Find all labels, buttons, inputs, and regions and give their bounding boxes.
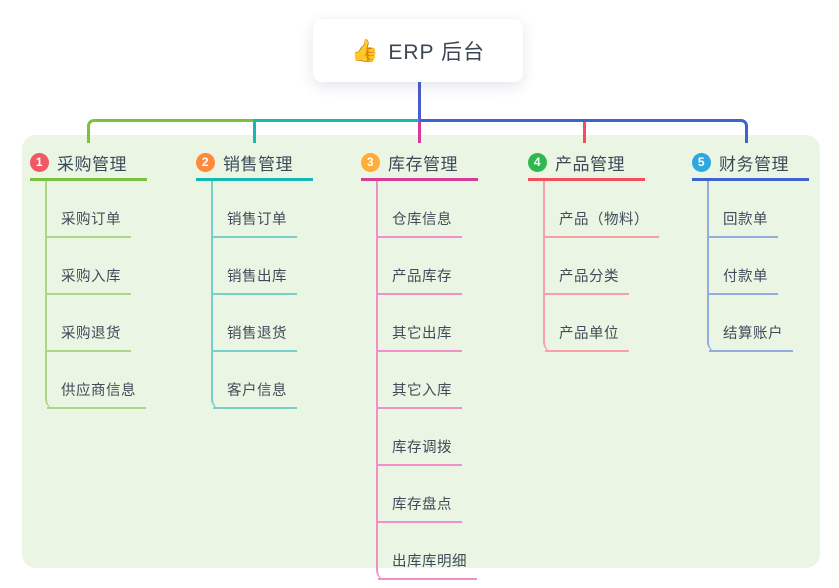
child-node-label: 销售退货 xyxy=(227,326,287,342)
child-node-label: 客户信息 xyxy=(227,383,287,399)
child-node-label: 其它出库 xyxy=(392,326,452,342)
branch-children-group: 销售订单销售出库销售退货客户信息 xyxy=(211,181,297,409)
child-node[interactable]: 产品分类 xyxy=(545,238,629,295)
child-node[interactable]: 供应商信息 xyxy=(47,352,146,409)
branch-label: 产品管理 xyxy=(555,154,625,174)
branch-node-4[interactable]: 4 产品管理 xyxy=(528,146,645,181)
child-node[interactable]: 销售退货 xyxy=(213,295,297,352)
branch-3: 3 库存管理 仓库信息产品库存其它出库其它入库库存调拨库存盘点出库库明细 xyxy=(361,146,478,580)
child-node[interactable]: 产品库存 xyxy=(378,238,462,295)
connector-branch-4-drop-line xyxy=(583,122,586,143)
connector-branch-3-drop-line xyxy=(418,122,421,143)
branch-label: 财务管理 xyxy=(719,154,789,174)
branch-4: 4 产品管理 产品（物料） 产品分类产品单位 xyxy=(528,146,659,352)
child-node-label: 付款单 xyxy=(723,269,768,285)
branch-children-group: 仓库信息产品库存其它出库其它入库库存调拨库存盘点出库库明细 xyxy=(376,181,477,580)
child-node[interactable]: 其它入库 xyxy=(378,352,462,409)
child-node-label: 出库库明细 xyxy=(392,554,467,570)
child-node[interactable]: 结算账户 xyxy=(709,295,793,352)
child-node-label: 销售订单 xyxy=(227,212,287,228)
branch-label: 库存管理 xyxy=(388,154,458,174)
connector-branch-1-line xyxy=(87,119,253,143)
child-node[interactable]: 回款单 xyxy=(709,181,778,238)
child-node-label: 采购入库 xyxy=(61,269,121,285)
child-node[interactable]: 产品（物料） xyxy=(545,181,659,238)
branch-node-1[interactable]: 1 采购管理 xyxy=(30,146,147,181)
child-node-label: 采购订单 xyxy=(61,212,121,228)
child-node-label: 其它入库 xyxy=(392,383,452,399)
connector-branch-2-line xyxy=(253,119,419,143)
branch-1: 1 采购管理 采购订单采购入库采购退货供应商信息 xyxy=(30,146,147,409)
branch-children-group: 采购订单采购入库采购退货供应商信息 xyxy=(45,181,146,409)
branch-label: 销售管理 xyxy=(223,154,293,174)
branch-node-5[interactable]: 5 财务管理 xyxy=(692,146,809,181)
branch-node-3[interactable]: 3 库存管理 xyxy=(361,146,478,181)
child-node[interactable]: 客户信息 xyxy=(213,352,297,409)
branch-number-badge: 4 xyxy=(528,152,547,172)
branch-number-badge: 2 xyxy=(196,152,215,172)
connector-branch-5-line xyxy=(419,119,748,143)
child-node-label: 仓库信息 xyxy=(392,212,452,228)
child-node-label: 回款单 xyxy=(723,212,768,228)
connector-root-line xyxy=(418,82,421,120)
child-node-label: 供应商信息 xyxy=(61,383,136,399)
root-node-label: ERP 后台 xyxy=(388,40,486,64)
child-node-label: 产品分类 xyxy=(559,269,619,285)
child-node[interactable]: 付款单 xyxy=(709,238,778,295)
child-node[interactable]: 销售出库 xyxy=(213,238,297,295)
branch-number-badge: 5 xyxy=(692,152,711,172)
branch-children-group: 回款单付款单结算账户 xyxy=(707,181,793,352)
child-node-label: 结算账户 xyxy=(723,326,783,342)
child-node[interactable]: 产品单位 xyxy=(545,295,629,352)
child-node[interactable]: 采购入库 xyxy=(47,238,131,295)
child-node[interactable]: 销售订单 xyxy=(213,181,297,238)
child-node[interactable]: 仓库信息 xyxy=(378,181,462,238)
child-node[interactable]: 采购退货 xyxy=(47,295,131,352)
child-node-label: 库存盘点 xyxy=(392,497,452,513)
child-node[interactable]: 采购订单 xyxy=(47,181,131,238)
branch-node-2[interactable]: 2 销售管理 xyxy=(196,146,313,181)
child-node[interactable]: 库存盘点 xyxy=(378,466,462,523)
child-node-label: 产品单位 xyxy=(559,326,619,342)
child-node[interactable]: 出库库明细 xyxy=(378,523,477,580)
branch-5: 5 财务管理 回款单付款单结算账户 xyxy=(692,146,809,352)
child-node-label: 产品（物料） xyxy=(559,212,649,228)
child-node-label: 采购退货 xyxy=(61,326,121,342)
child-node-label: 产品库存 xyxy=(392,269,452,285)
branch-label: 采购管理 xyxy=(57,154,127,174)
child-node[interactable]: 库存调拨 xyxy=(378,409,462,466)
thumbs-up-icon: 👍 xyxy=(350,37,380,63)
child-node-label: 库存调拨 xyxy=(392,440,452,456)
branch-number-badge: 3 xyxy=(361,152,380,172)
branch-children-group: 产品（物料） 产品分类产品单位 xyxy=(543,181,659,352)
child-node[interactable]: 其它出库 xyxy=(378,295,462,352)
child-node-label: 销售出库 xyxy=(227,269,287,285)
branch-number-badge: 1 xyxy=(30,152,49,172)
branch-2: 2 销售管理 销售订单销售出库销售退货客户信息 xyxy=(196,146,313,409)
root-node[interactable]: 👍 ERP 后台 xyxy=(313,19,523,82)
